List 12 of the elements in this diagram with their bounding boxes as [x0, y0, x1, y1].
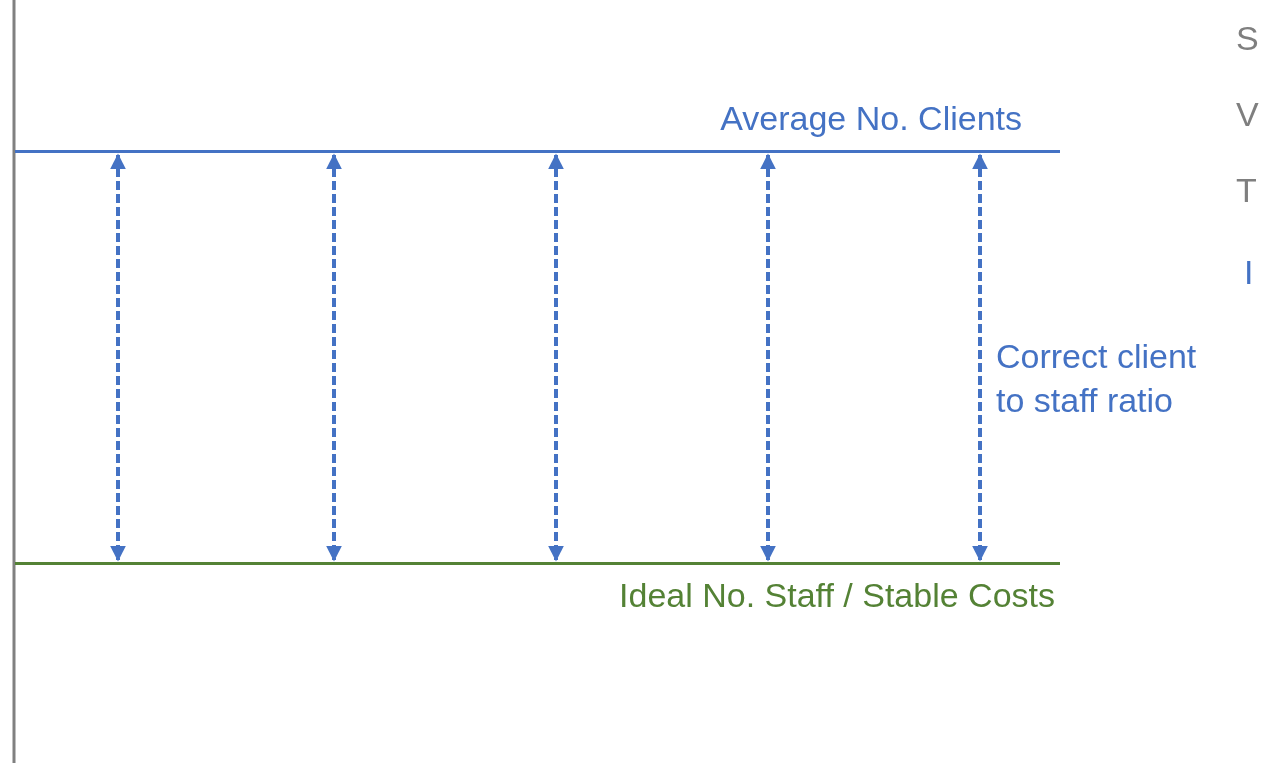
partial-text: S	[1236, 18, 1259, 59]
double-arrow	[760, 153, 776, 562]
double-arrow	[326, 153, 342, 562]
double-arrow	[110, 153, 126, 562]
partial-text: T	[1236, 170, 1257, 211]
double-arrow	[548, 153, 564, 562]
annotation-text: Correct client to staff ratio	[996, 336, 1198, 421]
double-arrow	[972, 153, 988, 562]
line-label: Average No. Clients	[720, 99, 1022, 137]
partial-text: I	[1244, 252, 1254, 293]
line-label: Ideal No. Staff / Stable Costs	[619, 576, 1055, 614]
partial-text: V	[1236, 94, 1259, 135]
